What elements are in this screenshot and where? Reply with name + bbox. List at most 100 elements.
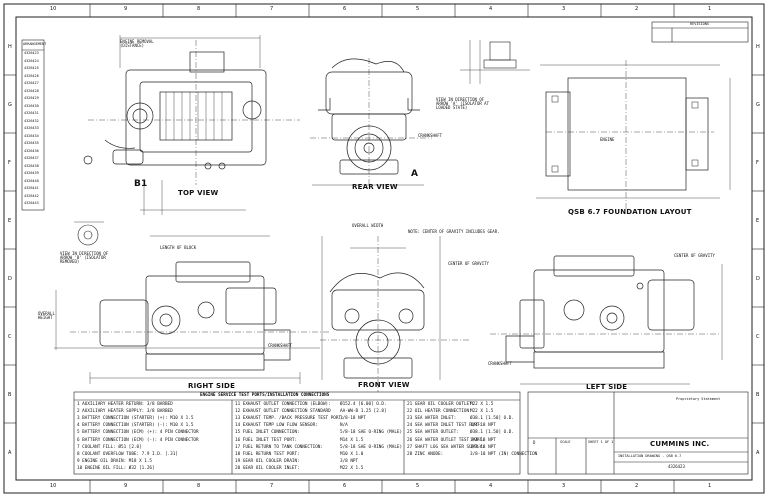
zone-label: 3 xyxy=(562,6,566,12)
rear-view-title: REAR VIEW xyxy=(352,183,398,191)
legend-entry: 7 COOLANT FILL: Ø51 [2.0] xyxy=(77,444,142,450)
legend-entry: 1 AUXILIARY HEATER RETURN: 3/8 BARBED xyxy=(77,402,173,407)
legend-entry: 2 AUXILIARY HEATER SUPPLY: 3/8 BARBED xyxy=(77,409,173,415)
zone-label: 1 xyxy=(708,6,712,12)
legend-entry: 1/4-18 NPT xyxy=(470,423,496,429)
legend-entry: 21 GEAR OIL COOLER OUTLET: xyxy=(407,402,475,407)
legend-entry: 12 EXHAUST OUTLET CONNECTION STANDARD xyxy=(235,409,331,415)
zone-letter: C xyxy=(756,334,760,340)
isolator-detail xyxy=(460,40,530,84)
arrangement-item: 4326434 xyxy=(24,133,39,138)
arrangement-item: 4326439 xyxy=(24,171,39,175)
arrow-b-detail xyxy=(74,221,104,246)
legend-entry: 26 SEA WATER OUTLET TEST PORT: xyxy=(407,437,485,443)
drawing-description: INSTALLATION DRAWING - QSB 6.7 xyxy=(618,454,682,458)
zone-letter: E xyxy=(8,218,12,224)
legend-entry: Ø152.4 [6.00] O.D. xyxy=(340,402,387,407)
legend-entry: 5/8-18 SAE O-RING (MALE) xyxy=(340,444,403,450)
view-arrow-b-note: VIEW IN DIRECTION OF ARROW 'B' (ISOLATOR… xyxy=(60,251,109,264)
zone-label: 5 xyxy=(416,6,420,12)
left-side-drawing xyxy=(490,255,723,385)
legend-entry: 6 BATTERY CONNECTION (ECM) (-): 4 PIN CO… xyxy=(77,437,199,443)
legend-entry: 25 SEA WATER OUTLET: xyxy=(407,430,459,436)
foundation-layout-drawing xyxy=(536,60,731,210)
right-side-title: RIGHT SIDE xyxy=(188,382,236,390)
crankshaft-label-left: CRANKSHAFT xyxy=(488,361,513,366)
legend-entry: M22 X 1.5 xyxy=(340,465,364,471)
title-block-lines xyxy=(527,391,749,475)
legend-entry: 14 EXHAUST TEMP LOW FLOW SENSOR: xyxy=(235,423,318,429)
top-view-title: TOP VIEW xyxy=(178,189,219,197)
zone-label: 2 xyxy=(635,483,639,489)
legend-entry: 3/8-18 NPT (IN) CONNECTION xyxy=(470,451,538,457)
zone-letter: B xyxy=(756,392,760,398)
document-number: 4326423 xyxy=(668,464,685,469)
zone-label: 8 xyxy=(197,6,201,12)
arrangement-item: 4326438 xyxy=(24,163,39,168)
legend-entry: 13 EXHAUST TEMP. /BACK PRESSURE TEST POR… xyxy=(235,416,344,422)
engine-removal-label: ENGINE REMOVAL (DISTANCE) xyxy=(120,39,154,48)
legend-entry: 18 FUEL RETURN TEST PORT: xyxy=(235,451,300,457)
zone-label: 7 xyxy=(270,483,274,489)
legend-entry: 10 ENGINE OIL FILL: Ø32 [1.26] xyxy=(77,465,155,471)
legend-entry: 19 GEAR OIL COOLER DRAIN: xyxy=(235,458,300,464)
zone-label: 4 xyxy=(489,483,493,489)
arrangement-item: 4326431 xyxy=(24,111,39,115)
arrangement-item: 4326432 xyxy=(24,118,39,123)
zone-letter: A xyxy=(8,450,12,456)
legend-entry: 16 FUEL INLET TEST PORT: xyxy=(235,437,298,443)
legend-entry: 1/4-18 NPT xyxy=(470,437,496,443)
arrangement-header: ARRANGEMENT xyxy=(23,42,47,46)
zone-label: 7 xyxy=(270,6,274,12)
legend-entry: 28 ZINC ANODE: xyxy=(407,451,444,457)
arrangement-item: 4326430 xyxy=(24,103,39,108)
scale-label: SCALE xyxy=(560,440,571,444)
legend-entry: 5 BATTERY CONNECTION (ECM) (+): 4 PIN CO… xyxy=(77,430,199,436)
revisions-header: REVISIONS xyxy=(690,22,709,26)
legend-entry: 1/2-18 NPT xyxy=(470,444,496,450)
arrangement-item: 4326428 xyxy=(24,88,39,93)
zone-label: 6 xyxy=(343,6,347,12)
overall-width-label: OVERALL WIDTH xyxy=(352,223,384,228)
company-name: CUMMINS INC. xyxy=(650,440,710,448)
legend-entry: 4 BATTERY CONNECTION (STARTER) (-): M10 … xyxy=(77,423,194,429)
arrangement-item: 4326425 xyxy=(24,66,39,70)
legend-entry: 9 ENGINE OIL DRAIN: M18 X 1.5 xyxy=(77,458,153,464)
cg-label-front: CENTER OF GRAVITY xyxy=(448,261,489,266)
zone-label: 2 xyxy=(635,6,639,12)
legend-entry: 27 SHAFT LOG SEA WATER SUPPLY: xyxy=(407,444,485,450)
zone-letter: C xyxy=(8,334,12,340)
legend-entry: 20 GEAR OIL COOLER INLET: xyxy=(235,465,300,471)
zone-label: 1 xyxy=(708,483,712,489)
left-side-title: LEFT SIDE xyxy=(586,383,628,391)
legend-entry: 17 FUEL RETURN TO TANK CONNECTION: xyxy=(235,444,323,450)
cg-label: CENTER OF GRAVITY xyxy=(674,253,715,258)
zone-letter: F xyxy=(756,160,759,166)
sheet-size: D xyxy=(533,440,536,445)
zone-letter: G xyxy=(756,102,760,108)
arrangement-item: 4326424 xyxy=(24,58,39,63)
proprietary-statement: Proprietary Statement xyxy=(676,397,721,401)
right-side-drawing xyxy=(54,235,330,384)
arrangement-item: 4326440 xyxy=(24,178,39,183)
zone-letter: A xyxy=(756,450,760,456)
arrangement-item: 4326426 xyxy=(24,73,39,78)
zone-label: 6 xyxy=(343,483,347,489)
rear-view-drawing xyxy=(310,58,432,186)
arrangement-item: 4326436 xyxy=(24,148,39,153)
zone-letter: F xyxy=(8,160,11,166)
legend-entry: 22 OIL HEATER CONNECTION: xyxy=(407,409,472,415)
legend-entry: 15 FUEL INLET CONNECTION: xyxy=(235,430,300,436)
zone-letter: H xyxy=(756,44,760,50)
front-view-drawing xyxy=(320,236,470,392)
front-view-title: FRONT VIEW xyxy=(358,381,410,389)
zone-label: 3 xyxy=(562,483,566,489)
legend-entry: 1/8-18 NPT xyxy=(340,416,366,422)
arrangement-item: 4326442 xyxy=(24,193,39,198)
arrow-b1-label: B1 xyxy=(134,179,148,189)
zone-letter: B xyxy=(8,392,12,398)
zone-label: 4 xyxy=(489,6,493,12)
legend-entry: 5/8-18 SAE O-RING (MALE) xyxy=(340,430,403,436)
